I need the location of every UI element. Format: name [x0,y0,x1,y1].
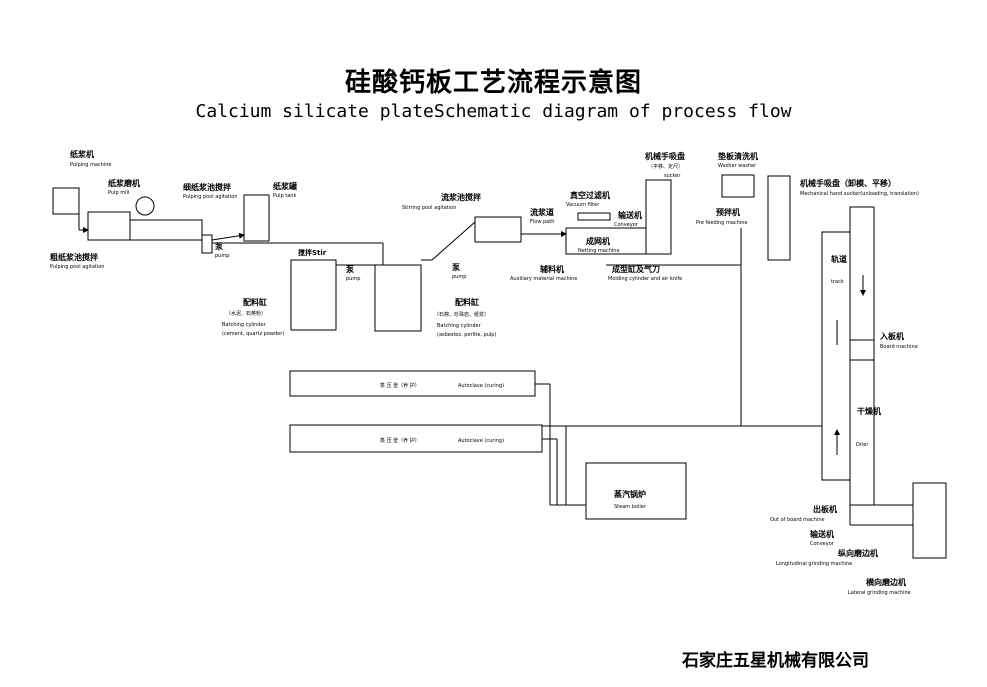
sucker1-cn: 机械手吸盘 [645,151,685,161]
washer-cn: 垫板清洗机 [718,151,758,161]
boiler-cn: 蒸汽锅炉 [614,489,646,499]
pump-box-1 [201,234,213,254]
fine-pool-cn: 细纸浆池搅拌 [183,182,231,192]
batch2-mat-en: (asbestos, perlite, pulp) [437,332,496,338]
molding-cn: 成型缸及气刀 [612,264,660,274]
netting-en: Netting machine [578,248,620,254]
prefeed-en: Pre feeding machine [696,220,747,226]
batch1-mat-cn: （水泥、石英粉） [226,310,266,317]
conveyor2-cn: 输送机 [810,529,834,539]
batch1-en: Batching cylinder [222,322,267,328]
batch1-cn: 配料缸 [243,297,267,307]
pump-2-cn: 泵 [346,265,354,274]
drier-box [849,206,875,506]
pulping-machine-en: Pulping machine [70,162,111,168]
aux-cn: 辅料机 [540,264,564,274]
pulp-tank-en: Pulp tank [273,193,296,199]
pulp-tank-cn: 纸浆罐 [273,181,297,191]
track-cn: 轨道 [831,254,847,264]
lateral-grinder-box [912,482,947,559]
fine-pool-en: Pulping pool agitation [183,194,237,200]
fine-pool-box [129,219,203,241]
sucker-1-box [645,179,672,255]
board-in-en: Board machine [880,344,918,350]
pulp-tank-box [243,194,270,242]
batch2-en: Batching cylinder [437,323,482,329]
boiler-en: Steam boiler [614,504,647,510]
title-english: Calcium silicate plateSchematic diagram … [195,101,792,122]
pulping-machine-cn: 纸浆机 [70,149,94,159]
batching-cylinder-2 [374,264,422,332]
autoclave-2-cn: 蒸 压 釜（养 护） [380,437,420,444]
pump-2-en: pump [346,276,360,282]
stirring-pool-box [474,216,522,243]
coarse-pool-box [87,211,131,241]
steam-boiler-box [585,462,687,520]
lat-grind-cn: 横向磨边机 [866,577,906,587]
sucker1-sub-cn: （平移、定尺） [648,163,683,170]
title-chinese: 硅酸钙板工艺流程示意图 [344,68,642,98]
coarse-pool-en: Pulping pool agitation [50,264,104,270]
batch2-mat-cn: （石棉、珍珠岩、纸浆） [434,311,489,318]
pump-1-en: pump [215,253,229,259]
flow-path-en: Flow path [530,219,554,225]
board-in-cn: 入板机 [879,331,904,341]
vacuum-cn: 真空过滤机 [570,190,610,200]
pump-1-cn: 泵 [215,242,223,251]
autoclave-1-cn: 蒸 压 釜（养 护） [380,382,420,389]
stir-label: 搅拌Stir [298,248,327,257]
conveyor-cn: 输送机 [618,210,642,220]
vacuum-filter-box [577,212,611,221]
aux-en: Auxiliary material machine [510,276,577,282]
drier-cn: 干燥机 [857,406,881,416]
pulp-mill-cn: 纸浆磨机 [108,178,140,188]
pulp-mill-circle [135,196,155,216]
track-box [821,231,851,481]
vacuum-en: Vacuum filter [566,202,600,208]
out-board-en: Out of board machine [770,517,825,523]
conveyor-en: Conveyor [614,222,639,228]
washer-en: Washer washer [718,163,757,169]
autoclave-2-en: Autoclave (curing) [458,438,504,444]
sucker2-cn: 机械手吸盘（卸模、平移） [800,178,896,188]
out-board-cn: 出板机 [813,504,837,514]
pulp-mill-en: Pulp mill [108,190,129,196]
long-grind-cn: 纵向磨边机 [838,548,878,558]
track-en: track [831,279,844,285]
pump-3-en: pump [452,274,466,280]
sucker1-en: sucker [664,173,681,179]
flow-path-cn: 流浆道 [530,207,554,217]
batch1-mat-en: (cement, quartz powder) [222,331,284,337]
pulping-machine-box [52,187,80,215]
coarse-pool-cn: 粗纸浆池搅拌 [50,252,98,262]
batching-cylinder-1 [290,259,337,331]
sucker-2-box [767,175,791,261]
long-grind-en: Longitudinal grinding machine [776,561,852,567]
prefeed-cn: 预拌机 [716,207,740,217]
lat-grind-en: Lateral grinding machine [848,590,911,596]
autoclave-1-en: Autoclave (curing) [458,383,504,389]
batch2-cn: 配料缸 [455,297,479,307]
company-name: 石家庄五星机械有限公司 [682,651,869,671]
stirring-pool-cn: 流浆池搅拌 [441,192,481,202]
sucker2-en: Mechanical hand sucker(unloading, transl… [800,191,919,197]
stirring-pool-en: Stirring pool agitation [402,205,456,211]
pump-3-cn: 泵 [452,263,460,272]
conveyor2-en: Conveyor [810,541,835,547]
netting-cn: 成网机 [586,236,610,246]
washer-box [721,174,755,198]
drier-en: Drier [856,442,869,448]
molding-en: Molding cylinder and air knife [608,276,682,282]
